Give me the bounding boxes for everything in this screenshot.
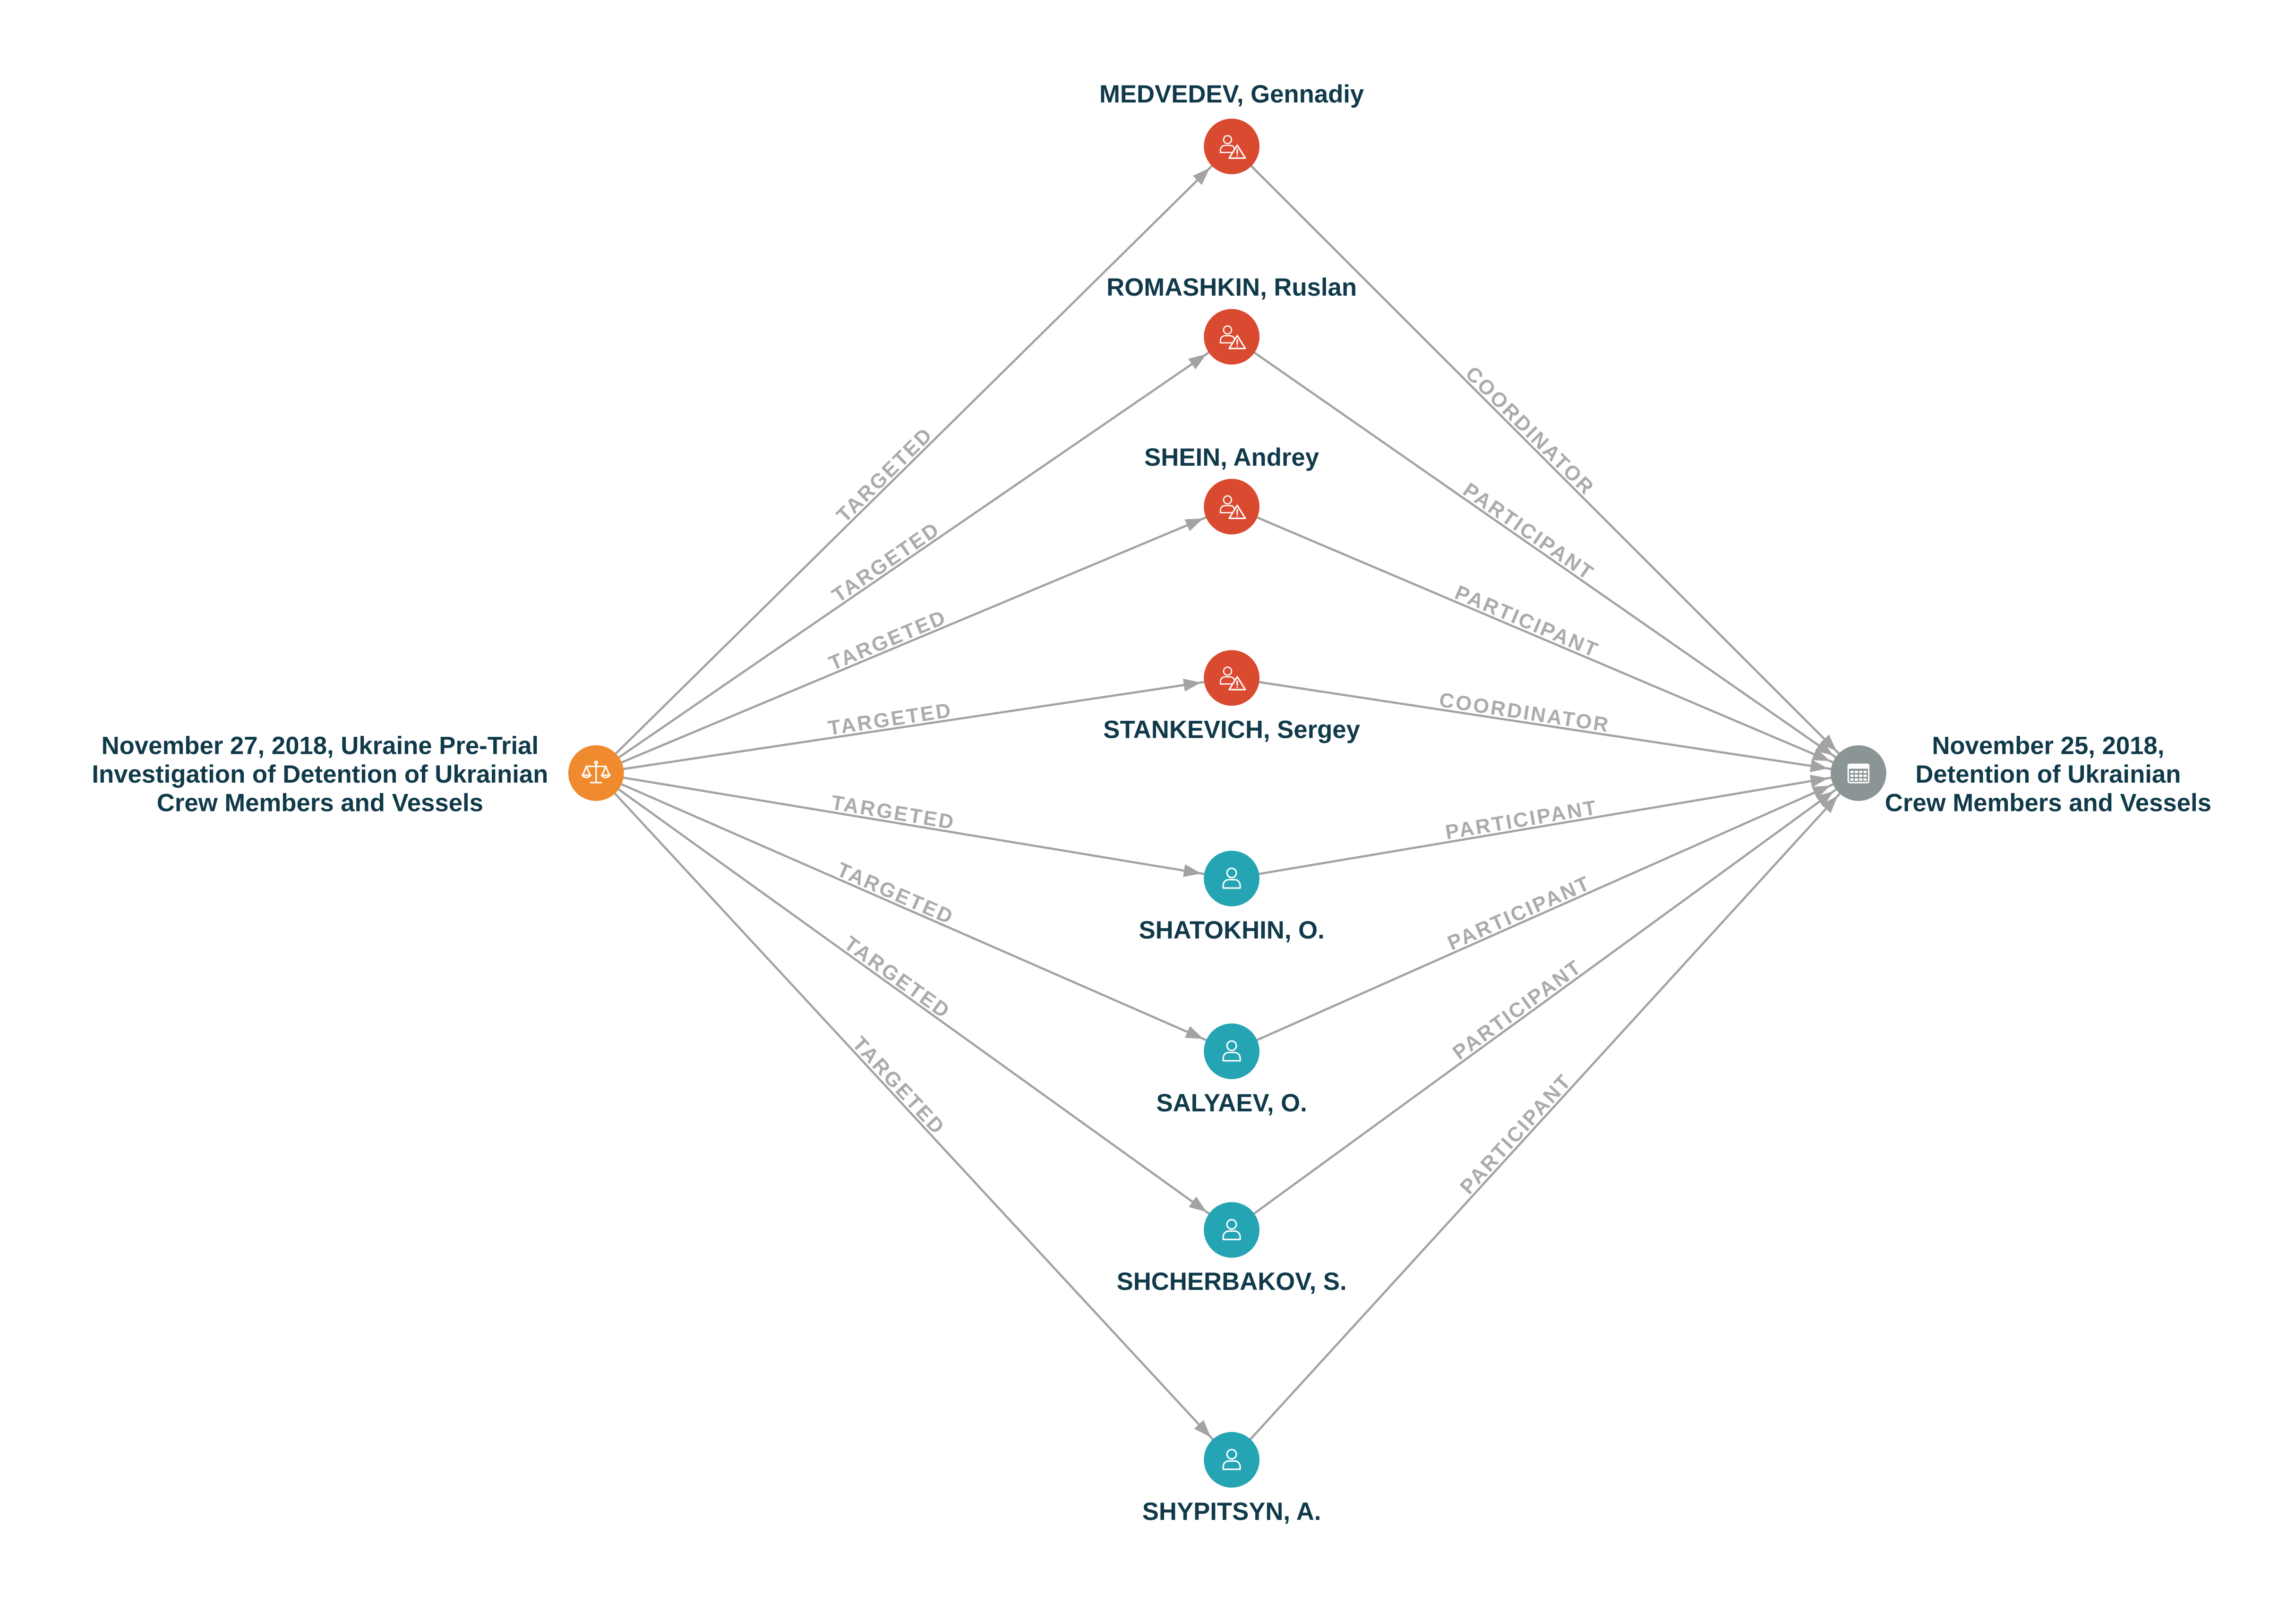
- detention-event-node: [1831, 745, 1886, 801]
- person-node-medvedev: MEDVEDEV, Gennadiy: [1099, 80, 1364, 174]
- edge-label: TARGETED: [828, 518, 944, 607]
- edge-label: PARTICIPANT: [1444, 871, 1594, 955]
- role-edge-shatokhin: PARTICIPANT: [1231, 772, 1859, 880]
- investigation-node: [568, 745, 624, 801]
- node-label: ROMASHKIN, Ruslan: [1106, 273, 1357, 301]
- node-circle: [1204, 650, 1260, 706]
- node-label: STANKEVICH, Sergey: [1103, 716, 1360, 743]
- edge-line: [1231, 677, 1859, 775]
- edge-line: [595, 505, 1233, 774]
- node-label-line: Detention of Ukrainian: [1915, 760, 2181, 788]
- targeted-edge-shcherbakov: TARGETED: [595, 772, 1233, 1231]
- edge-line: [1231, 772, 1859, 1461]
- edge-label: PARTICIPANT: [1452, 581, 1602, 662]
- edge-line: [1231, 505, 1859, 774]
- edge-label: TARGETED: [832, 423, 938, 527]
- node-label: SALYAEV, O.: [1156, 1089, 1307, 1117]
- investigation-node-label: November 27, 2018, Ukraine Pre-Trial Inv…: [92, 732, 548, 817]
- node-label-line: Crew Members and Vessels: [157, 789, 483, 817]
- node-circle: [1204, 851, 1260, 906]
- edge-line: [596, 677, 1232, 775]
- node-label-line: November 27, 2018, Ukraine Pre-Trial: [102, 732, 539, 760]
- role-edge-medvedev: COORDINATOR: [1231, 145, 1859, 774]
- node-label: SHATOKHIN, O.: [1139, 916, 1324, 944]
- role-edge-shcherbakov: PARTICIPANT: [1231, 772, 1859, 1231]
- person-node-shcherbakov: SHCHERBAKOV, S.: [1117, 1202, 1347, 1296]
- edge-label: PARTICIPANT: [1456, 1069, 1576, 1198]
- edge-label: TARGETED: [833, 858, 957, 929]
- node-circle: [1204, 309, 1260, 365]
- node-label-line: Crew Members and Vessels: [1885, 789, 2211, 817]
- edge-line: [1231, 336, 1859, 774]
- edge-line: [596, 772, 1232, 880]
- edge-label: TARGETED: [848, 1032, 949, 1140]
- node-circle: [1204, 1432, 1260, 1488]
- edge-line: [1231, 145, 1859, 774]
- node-label: SHEIN, Andrey: [1144, 444, 1319, 471]
- person-node-salyaev: SALYAEV, O.: [1156, 1023, 1307, 1117]
- node-circle: [1204, 1202, 1260, 1258]
- edge-label: PARTICIPANT: [1444, 796, 1600, 844]
- edge-line: [595, 772, 1233, 1231]
- role-edge-shypitsyn: PARTICIPANT: [1231, 772, 1859, 1461]
- edge-line: [1231, 772, 1859, 1231]
- node-circle: [1831, 745, 1886, 801]
- edge-line: [595, 772, 1233, 1461]
- node-label: SHCHERBAKOV, S.: [1117, 1268, 1347, 1296]
- edge-line: [595, 336, 1233, 774]
- node-circle: [1204, 478, 1260, 535]
- node-circle: [1204, 119, 1260, 174]
- node-label-line: November 25, 2018,: [1932, 732, 2164, 760]
- node-circle: [1204, 1023, 1260, 1079]
- targeted-edge-medvedev: TARGETED: [595, 145, 1233, 774]
- edge-line: [595, 772, 1233, 1052]
- nodes: November 27, 2018, Ukraine Pre-Trial Inv…: [92, 80, 2211, 1526]
- edge-label: COORDINATOR: [1438, 689, 1611, 737]
- targeted-edge-shatokhin: TARGETED: [596, 772, 1232, 880]
- edge-label: PARTICIPANT: [1448, 955, 1586, 1064]
- person-node-romashkin: ROMASHKIN, Ruslan: [1106, 273, 1357, 365]
- edge-label: TARGETED: [830, 791, 957, 834]
- person-node-shein: SHEIN, Andrey: [1144, 444, 1319, 535]
- edge-line: [595, 145, 1233, 774]
- targeted-edge-shypitsyn: TARGETED: [595, 772, 1233, 1461]
- node-label: MEDVEDEV, Gennadiy: [1099, 80, 1364, 108]
- edge-label: TARGETED: [826, 606, 950, 675]
- person-node-stankevich: STANKEVICH, Sergey: [1103, 650, 1361, 743]
- edge-label: COORDINATOR: [1461, 362, 1599, 500]
- edge-line: [1231, 772, 1859, 880]
- edge-line: [1231, 772, 1859, 1052]
- edge-label: TARGETED: [827, 699, 954, 740]
- detention-event-node-label: November 25, 2018, Detention of Ukrainia…: [1885, 732, 2211, 817]
- edge-label: TARGETED: [840, 932, 954, 1024]
- node-label-line: Investigation of Detention of Ukrainian: [92, 760, 548, 788]
- person-node-shatokhin: SHATOKHIN, O.: [1139, 851, 1325, 944]
- node-label: SHYPITSYN, A.: [1142, 1498, 1321, 1526]
- person-node-shypitsyn: SHYPITSYN, A.: [1142, 1432, 1321, 1526]
